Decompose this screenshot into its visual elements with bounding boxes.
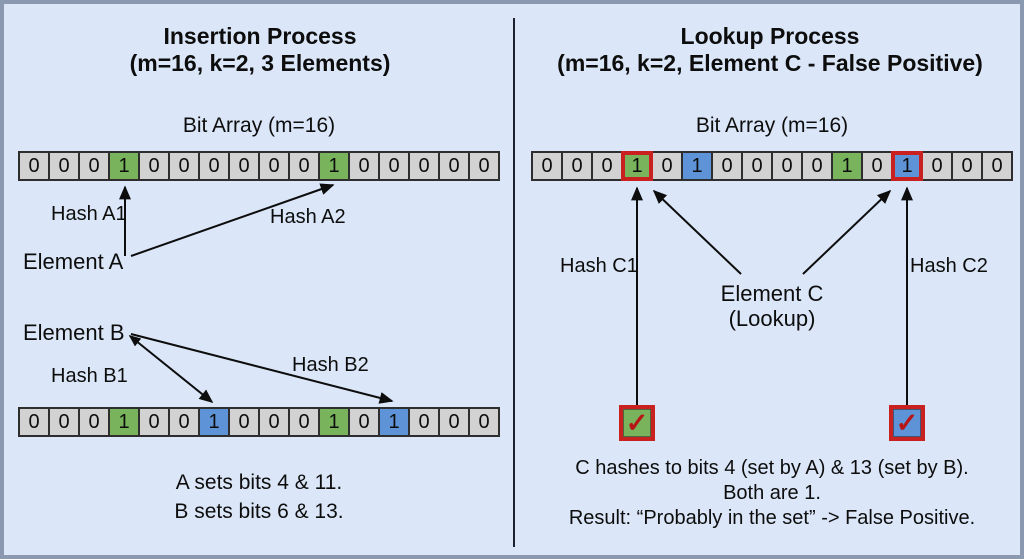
bit-cell-10: 1	[831, 151, 863, 181]
bit-cell-3: 1	[621, 151, 653, 181]
element-c-left-arrow	[652, 189, 742, 275]
bit-cell-5: 0	[168, 151, 200, 181]
bit-cell-2: 0	[78, 407, 110, 437]
bit-cell-2: 0	[78, 151, 110, 181]
bit-cell-1: 0	[561, 151, 593, 181]
bit-cell-15: 0	[468, 407, 500, 437]
bit-cell-8: 0	[258, 151, 290, 181]
bit-cell-0: 0	[531, 151, 563, 181]
bit-cell-10: 1	[318, 151, 350, 181]
bit-cell-12: 0	[378, 151, 410, 181]
bit-cell-7: 0	[741, 151, 773, 181]
insertion-caption-line2: B sets bits 6 & 13.	[174, 500, 344, 523]
checkmark-icon: ✓	[625, 407, 649, 438]
insertion-subtitle: (m=16, k=2, 3 Elements)	[129, 50, 391, 76]
bit-cell-7: 0	[228, 407, 260, 437]
bit-cell-10: 1	[318, 407, 350, 437]
insertion-title: Insertion Process	[163, 23, 357, 49]
bit-cell-11: 0	[348, 151, 380, 181]
element-c-label: Element C	[720, 281, 824, 306]
checkbox-bit4-icon: ✓	[619, 405, 655, 441]
bit-cell-6: 1	[198, 407, 230, 437]
bit-cell-9: 0	[288, 151, 320, 181]
hash-b1-label: Hash B1	[51, 365, 128, 387]
lookup-title: Lookup Process	[680, 23, 860, 49]
bit-cell-5: 1	[681, 151, 713, 181]
hash-c1-label: Hash C1	[560, 255, 638, 277]
insertion-caption-line1: A sets bits 4 & 11.	[175, 471, 343, 494]
bit-cell-11: 0	[348, 407, 380, 437]
checkbox-bit13-icon: ✓	[889, 405, 925, 441]
bit-cell-8: 0	[258, 407, 290, 437]
bit-cell-1: 0	[48, 151, 80, 181]
bit-cell-9: 0	[801, 151, 833, 181]
bit-cell-5: 0	[168, 407, 200, 437]
bit-cell-8: 0	[771, 151, 803, 181]
bit-cell-9: 0	[288, 407, 320, 437]
bit-cell-14: 0	[438, 407, 470, 437]
bit-array-label-lookup: Bit Array (m=16)	[695, 114, 849, 137]
bit-cell-2: 0	[591, 151, 623, 181]
bit-cell-1: 0	[48, 407, 80, 437]
hash-b1-arrow	[128, 334, 214, 404]
bit-array-label-insertion: Bit Array (m=16)	[182, 114, 336, 137]
bit-cell-15: 0	[468, 151, 500, 181]
bit-cell-6: 0	[198, 151, 230, 181]
bit-cell-12: 1	[891, 151, 923, 181]
hash-a2-label: Hash A2	[270, 206, 346, 228]
bit-cell-4: 0	[138, 151, 170, 181]
hash-b2-label: Hash B2	[292, 354, 369, 376]
element-a-label: Element A	[23, 249, 124, 274]
element-c-right-arrow	[802, 189, 892, 275]
bit-cell-0: 0	[18, 151, 50, 181]
bit-cell-13: 0	[921, 151, 953, 181]
lookup-caption-line1: C hashes to bits 4 (set by A) & 13 (set …	[575, 457, 969, 479]
bit-cell-4: 0	[138, 407, 170, 437]
bit-cell-7: 0	[228, 151, 260, 181]
bit-cell-11: 0	[861, 151, 893, 181]
checkmark-icon: ✓	[895, 407, 919, 438]
bit-cell-13: 0	[408, 407, 440, 437]
element-b-label: Element B	[23, 320, 125, 345]
element-c-sublabel: (Lookup)	[728, 306, 816, 331]
bit-cell-4: 0	[651, 151, 683, 181]
panel-divider	[513, 18, 515, 547]
bit-cell-3: 1	[108, 407, 140, 437]
hash-a1-label: Hash A1	[51, 203, 127, 225]
lookup-subtitle: (m=16, k=2, Element C - False Positive)	[557, 50, 983, 76]
bit-cell-14: 0	[951, 151, 983, 181]
hash-c2-label: Hash C2	[910, 255, 988, 277]
bit-cell-13: 0	[408, 151, 440, 181]
bit-cell-0: 0	[18, 407, 50, 437]
bit-cell-6: 0	[711, 151, 743, 181]
lookup-caption-line3: Result: “Probably in the set” -> False P…	[568, 507, 976, 529]
lookup-caption-line2: Both are 1.	[723, 482, 821, 504]
bit-cell-15: 0	[981, 151, 1013, 181]
bit-cell-14: 0	[438, 151, 470, 181]
bit-cell-3: 1	[108, 151, 140, 181]
bit-cell-12: 1	[378, 407, 410, 437]
